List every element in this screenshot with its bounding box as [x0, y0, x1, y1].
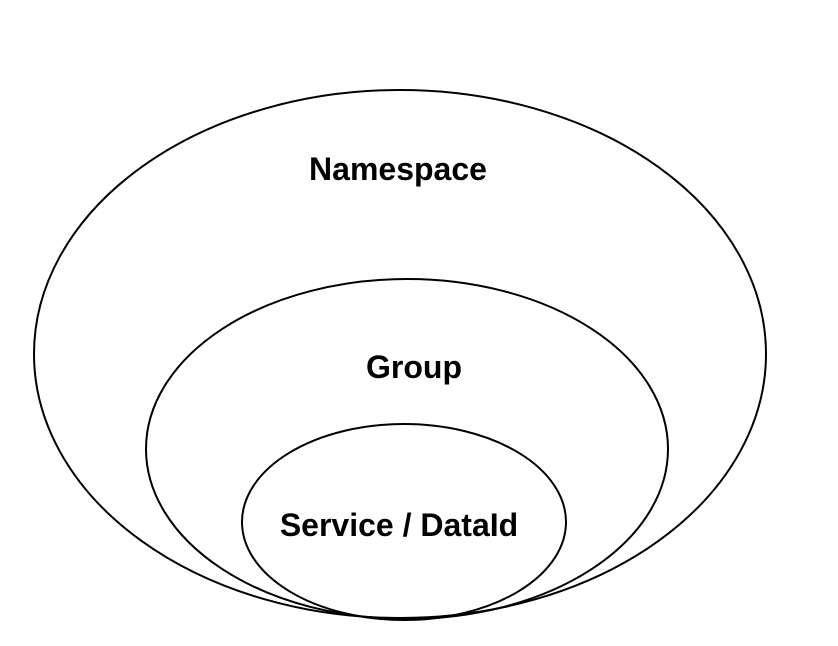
service-ellipse — [241, 423, 567, 621]
service-set: Service / DataId — [241, 423, 567, 621]
group-ellipse — [145, 278, 669, 620]
namespace-label: Namespace — [309, 151, 487, 187]
group-set: Group — [145, 278, 669, 620]
group-label: Group — [366, 349, 462, 385]
service-dataid-label: Service / DataId — [280, 507, 518, 543]
